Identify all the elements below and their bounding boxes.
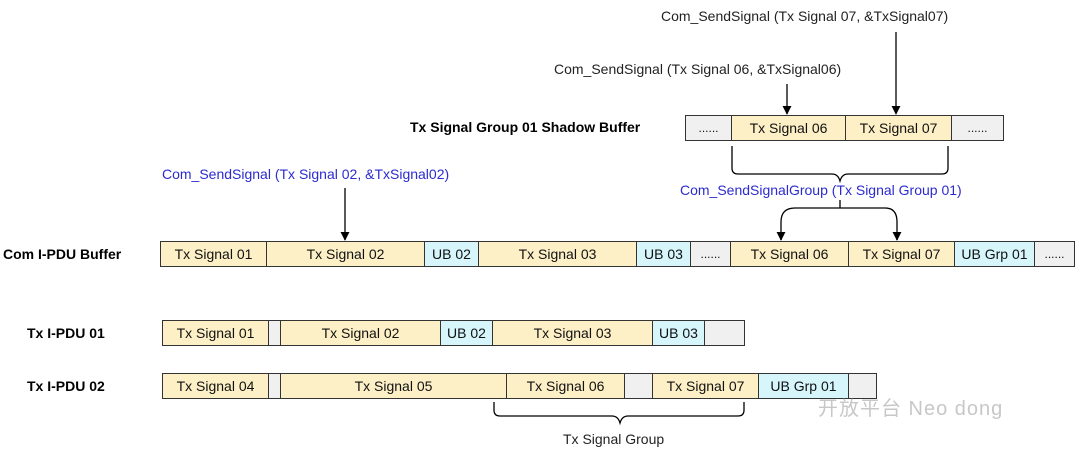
shadow-cell-dots: ...... <box>685 115 732 141</box>
ipdu-buffer-cell-ub-03: UB 03 <box>636 241 691 267</box>
watermark: 开放平台 Neo dong <box>818 398 1004 420</box>
pdu02-cell-gap <box>848 373 877 399</box>
shadow-cell-tx-signal-07: Tx Signal 07 <box>845 115 952 141</box>
shadow-cell-tx-signal-06: Tx Signal 06 <box>731 115 846 141</box>
pdu01-cell-tx-signal-01: Tx Signal 01 <box>162 320 269 346</box>
api-send-signal-06: Com_SendSignal (Tx Signal 06, &TxSignal0… <box>554 61 842 77</box>
ipdu-buffer-cell-ub-grp-01: UB Grp 01 <box>954 241 1035 267</box>
shadow-buffer-label: Tx Signal Group 01 Shadow Buffer <box>410 119 641 135</box>
pdu01-cell-ub-03: UB 03 <box>652 320 705 346</box>
ipdu-buffer-cell-tx-signal-01: Tx Signal 01 <box>160 241 267 267</box>
api-send-signal-group: Com_SendSignalGroup (Tx Signal Group 01) <box>680 182 962 198</box>
pdu01-cell-ub-02: UB 02 <box>440 320 493 346</box>
pdu02-cell-tx-signal-06: Tx Signal 06 <box>506 373 625 399</box>
ipdu-buffer-cell-tx-signal-06: Tx Signal 06 <box>730 241 849 267</box>
pdu02-cell-tx-signal-07: Tx Signal 07 <box>652 373 759 399</box>
shadow-group-brace <box>731 146 949 184</box>
pdu01-cell-tx-signal-02: Tx Signal 02 <box>280 320 441 346</box>
api-send-signal-07: Com_SendSignal (Tx Signal 07, &TxSignal0… <box>661 8 949 24</box>
tx-ipdu-02-label: Tx I-PDU 02 <box>27 378 105 394</box>
shadow-cell-dots: ...... <box>951 115 1004 141</box>
ipdu-buffer-cell-tx-signal-03: Tx Signal 03 <box>478 241 637 267</box>
pdu01-cell-gap <box>704 320 745 346</box>
pdu02-group-brace <box>493 402 745 426</box>
pdu02-cell-tx-signal-04: Tx Signal 04 <box>162 373 269 399</box>
arrow-send-signal-group <box>780 200 898 240</box>
pdu02-cell-ub-grp-01: UB Grp 01 <box>758 373 849 399</box>
ipdu-buffer-cell-dots: ...... <box>1034 241 1075 267</box>
ipdu-buffer-cell-ub-02: UB 02 <box>424 241 479 267</box>
api-send-signal-02: Com_SendSignal (Tx Signal 02, &TxSignal0… <box>162 166 450 182</box>
ipdu-buffer-label: Com I-PDU Buffer <box>3 246 122 262</box>
pdu02-cell-gap <box>624 373 653 399</box>
pdu01-cell-tx-signal-03: Tx Signal 03 <box>492 320 653 346</box>
pdu02-cell-tx-signal-05: Tx Signal 05 <box>280 373 507 399</box>
tx-signal-group-caption: Tx Signal Group <box>563 431 665 447</box>
ipdu-buffer-cell-tx-signal-07: Tx Signal 07 <box>848 241 955 267</box>
tx-ipdu-01-label: Tx I-PDU 01 <box>27 325 105 341</box>
ipdu-buffer-cell-tx-signal-02: Tx Signal 02 <box>266 241 425 267</box>
ipdu-buffer-cell-dots: ...... <box>690 241 731 267</box>
